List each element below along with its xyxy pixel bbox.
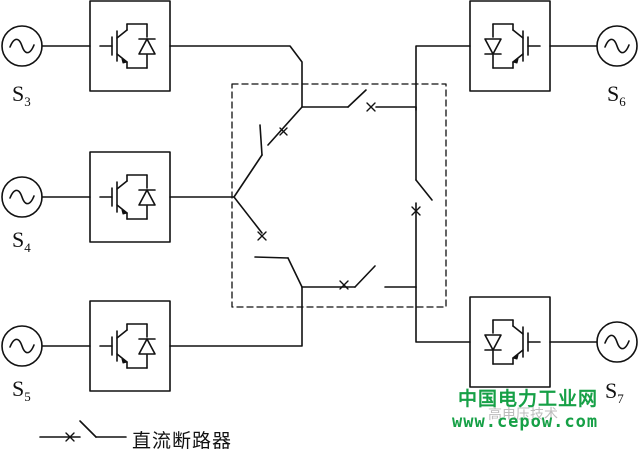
watermark-url: www.cepow.com — [452, 412, 599, 432]
converter-s7 — [469, 296, 551, 388]
source-label-s5: S5 — [12, 376, 31, 404]
source-s4-symbol — [1, 176, 43, 218]
source-label-s6: S6 — [607, 81, 626, 109]
source-s5-symbol — [1, 325, 43, 367]
converter-s5 — [89, 300, 171, 392]
source-s3-symbol — [1, 25, 43, 67]
legend-label: 直流断路器 — [132, 430, 233, 452]
converter-s3 — [89, 0, 171, 92]
source-s6-symbol — [596, 25, 638, 67]
breaker-right — [411, 106, 433, 288]
breaker-s4-lower — [233, 196, 303, 288]
breaker-zone-dashed-box — [231, 83, 447, 308]
source-label-s3: S3 — [12, 81, 31, 109]
source-label-s7: S7 — [605, 378, 624, 406]
converter-s4 — [89, 151, 171, 243]
breaker-lower — [301, 265, 417, 290]
source-label-s4: S4 — [12, 227, 31, 255]
source-s7-symbol — [596, 321, 638, 363]
watermark-subtitle: 高电压技术 — [488, 407, 558, 423]
converter-s6 — [469, 0, 551, 92]
watermark-title: 中国电力工业网 — [458, 388, 599, 410]
legend-breaker-symbol — [39, 420, 127, 442]
breaker-s4-upper — [233, 106, 303, 198]
breaker-upper — [301, 89, 417, 112]
